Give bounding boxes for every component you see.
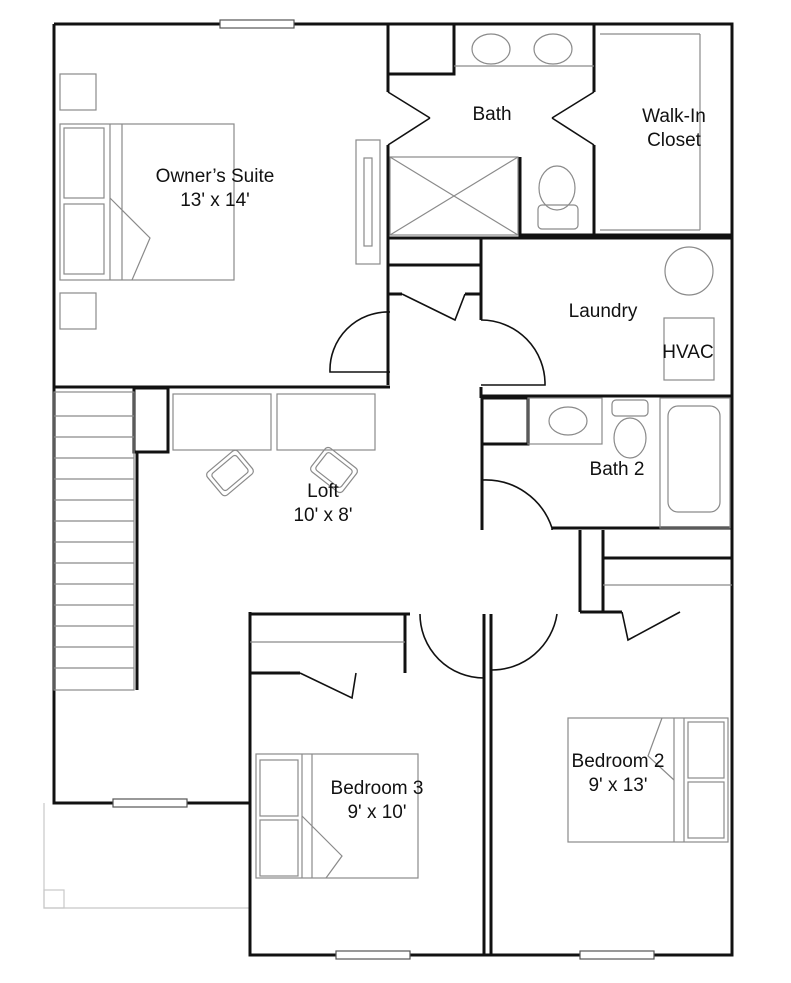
door-swings xyxy=(299,91,681,700)
loft-name: Loft xyxy=(307,481,339,502)
fixtures xyxy=(53,33,732,879)
owners-suite-size: 13' x 14' xyxy=(180,190,250,211)
hvac-label: HVAC xyxy=(648,341,728,365)
loft-label: Loft 10' x 8' xyxy=(268,480,378,528)
bedroom-3-name: Bedroom 3 xyxy=(330,778,424,799)
bath-label: Bath xyxy=(452,103,532,127)
bath-name: Bath xyxy=(472,104,512,125)
bedroom-3-size: 9' x 10' xyxy=(347,802,407,823)
walk-in-closet-line2: Closet xyxy=(647,130,701,151)
patio-outline xyxy=(43,803,250,909)
hvac-name: HVAC xyxy=(662,342,714,363)
interior-walls xyxy=(54,22,732,955)
laundry-name: Laundry xyxy=(568,301,638,322)
owners-suite-label: Owner’s Suite 13' x 14' xyxy=(125,165,305,213)
bedroom-3-label: Bedroom 3 9' x 10' xyxy=(314,777,440,825)
loft-size: 10' x 8' xyxy=(293,505,353,526)
bath-2-label: Bath 2 xyxy=(572,458,662,482)
walk-in-closet-line1: Walk-In xyxy=(642,106,706,127)
owners-suite-name: Owner’s Suite xyxy=(155,166,275,187)
bedroom-2-size: 9' x 13' xyxy=(588,775,648,796)
laundry-label: Laundry xyxy=(548,300,658,324)
bedroom-2-label: Bedroom 2 9' x 13' xyxy=(555,750,681,798)
bath-2-name: Bath 2 xyxy=(589,459,645,480)
bedroom-2-name: Bedroom 2 xyxy=(571,751,665,772)
windows xyxy=(112,19,655,960)
walk-in-closet-label: Walk-In Closet xyxy=(624,105,724,153)
